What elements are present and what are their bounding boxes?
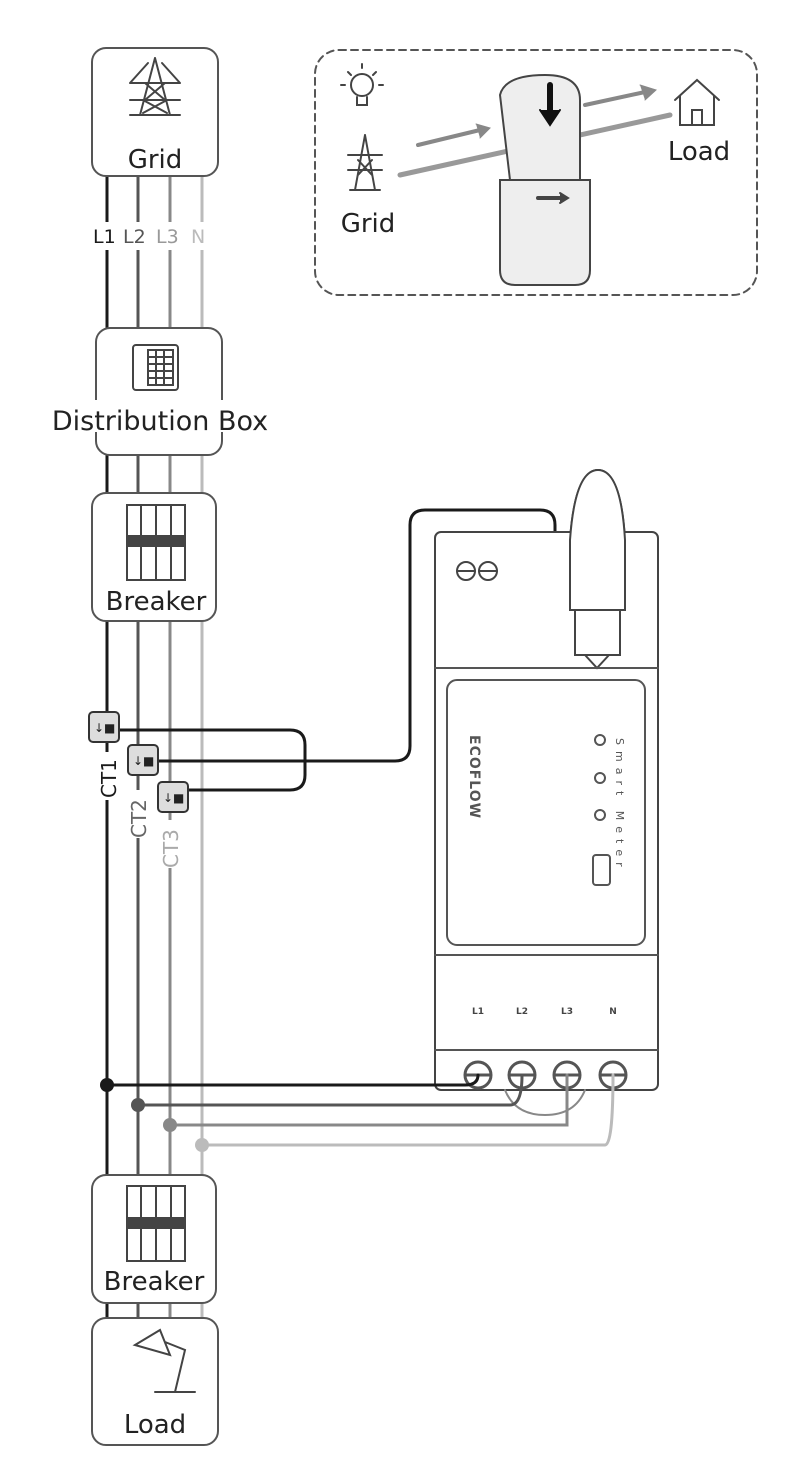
svg-text:↓■: ↓■ (163, 791, 184, 805)
load-label: Load (124, 1410, 186, 1440)
breaker-top-label: Breaker (106, 587, 207, 617)
ct-wiring (113, 508, 557, 792)
terminal-label-l2: L2 (516, 1007, 528, 1017)
label-l2: L2 (123, 226, 146, 248)
junction-l1 (100, 1078, 114, 1092)
junction-l3 (163, 1118, 177, 1132)
pylon-icon (129, 57, 181, 116)
wifi-led (594, 772, 606, 784)
power-led (594, 734, 606, 746)
load-box: Load (91, 1317, 219, 1446)
brand-logo: ECOFLOW (466, 735, 482, 819)
terminal-label-n: N (609, 1007, 617, 1017)
lamp-icon (132, 1328, 196, 1393)
model-label: Smart Meter (613, 738, 626, 873)
terminal-label-l3: L3 (561, 1007, 573, 1017)
distribution-box: Distribution Box (40, 327, 280, 456)
label-l3: L3 (156, 226, 179, 248)
inset-grid-label: Grid (341, 209, 396, 239)
breaker-top-box: Breaker (91, 492, 217, 622)
smart-meter: ECOFLOW Smart Meter L1 L2 L3 N (434, 468, 659, 1117)
breaker-icon (126, 504, 186, 581)
ct2-label: CT2 (127, 799, 151, 838)
ct-direction-inset: Grid Load (314, 49, 758, 296)
grid-box: Grid (91, 47, 219, 177)
label-l1: L1 (93, 226, 116, 248)
terminal-label-l1: L1 (472, 1007, 484, 1017)
reset-button[interactable] (592, 854, 611, 886)
ct3-label: CT3 (159, 829, 183, 868)
junction-n (195, 1138, 209, 1152)
ct3-clamp-icon: ↓■ (157, 781, 189, 813)
svg-text:↓■: ↓■ (133, 754, 154, 768)
ct1-label: CT1 (97, 759, 121, 798)
house-icon (674, 78, 720, 126)
terminal-wiring (100, 1073, 615, 1152)
breaker-icon (126, 1185, 186, 1262)
cellular-led (594, 809, 606, 821)
ct1-clamp-icon: ↓■ (88, 711, 120, 743)
junction-l2 (131, 1098, 145, 1112)
svg-text:↓■: ↓■ (94, 721, 115, 735)
inset-pylon-icon (347, 134, 383, 191)
panel-icon (132, 344, 179, 391)
label-n: N (191, 226, 205, 248)
ct2-clamp-icon: ↓■ (127, 744, 159, 776)
inset-load-label: Load (668, 137, 730, 167)
breaker-bottom-label: Breaker (104, 1267, 205, 1297)
ct-clamp-icon (498, 73, 591, 286)
grid-label: Grid (128, 145, 183, 175)
breaker-bottom-box: Breaker (91, 1174, 217, 1304)
bulb-icon (340, 63, 384, 106)
distribution-label: Distribution Box (52, 406, 268, 437)
